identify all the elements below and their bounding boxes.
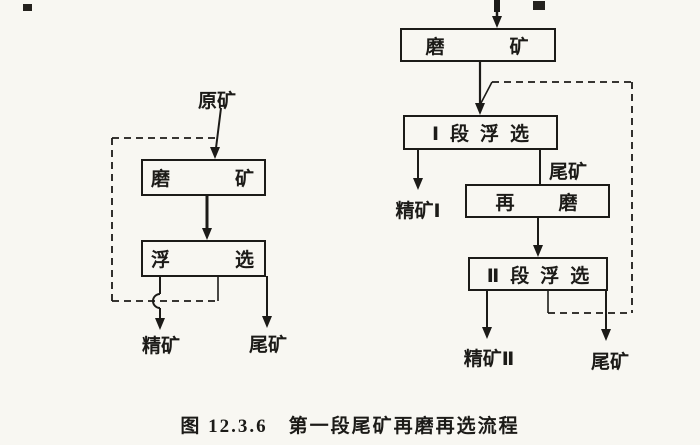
right-concentrate2-arrowhead bbox=[482, 327, 492, 339]
right-recycle-join-line bbox=[480, 81, 493, 104]
left-concentrate-arrowhead bbox=[155, 318, 165, 330]
left-feed-line bbox=[215, 107, 222, 149]
right-stage2-flotation-box: Ⅱ段浮选 bbox=[468, 257, 608, 291]
left-grinding-arrowhead bbox=[202, 228, 212, 240]
left-grinding-box: 磨 矿 bbox=[141, 159, 266, 196]
right-tailings-mid-label: 尾矿 bbox=[548, 162, 587, 183]
right-stage1-arrowhead bbox=[475, 103, 485, 115]
left-tailings-arrowhead bbox=[262, 316, 272, 328]
left-tailings-label: 尾矿 bbox=[248, 335, 287, 356]
right-grinding-box: 磨 矿 bbox=[400, 28, 556, 62]
right-feed-arrowhead bbox=[492, 16, 502, 28]
left-concentrate-crossover-arc bbox=[152, 293, 161, 309]
right-regrind-box: 再 磨 bbox=[465, 184, 610, 218]
right-concentrate1-arrowhead bbox=[413, 178, 423, 190]
left-flotation-box: 浮 选 bbox=[141, 240, 266, 277]
right-concentrate1-label: 精矿Ⅰ bbox=[395, 201, 441, 222]
scan-artifact bbox=[533, 1, 545, 10]
figure-caption: 图 12.3.6 第一段尾矿再磨再选流程 bbox=[180, 416, 520, 437]
left-feed-arrowhead bbox=[210, 147, 220, 159]
scan-artifact bbox=[23, 4, 32, 11]
right-stage1-flotation-box: Ⅰ段浮选 bbox=[403, 115, 558, 150]
right-concentrate2-label: 精矿Ⅱ bbox=[463, 349, 515, 370]
right-stage2-arrowhead bbox=[533, 245, 543, 257]
left-raw-ore-label: 原矿 bbox=[197, 91, 236, 112]
right-tailings-arrowhead bbox=[601, 329, 611, 341]
left-concentrate-label: 精矿 bbox=[141, 336, 180, 357]
right-tailings-label: 尾矿 bbox=[590, 352, 629, 373]
